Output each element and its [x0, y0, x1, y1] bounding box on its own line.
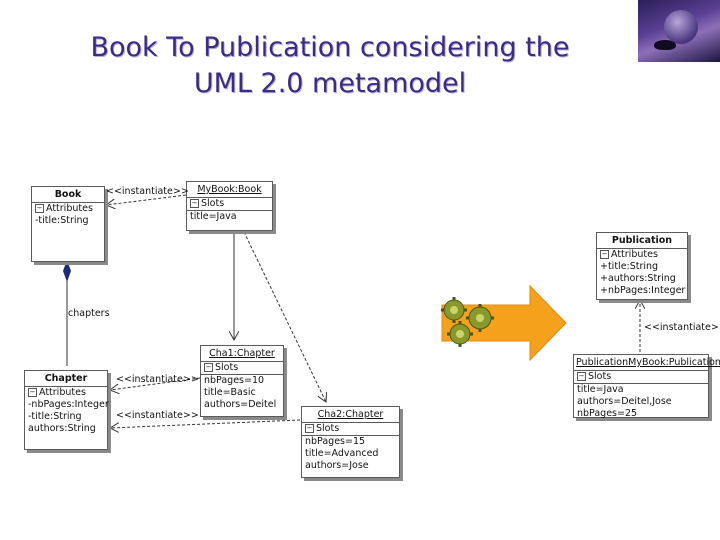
publication-slot-0: title=Java [577, 384, 624, 395]
cha2-section: Slots [316, 423, 340, 434]
publication-class-box[interactable]: Publication −Attributes +title:String +a… [596, 232, 688, 300]
logo-swan-icon [654, 40, 676, 50]
link-book-cha2 [243, 231, 326, 402]
publication-class-attr-2: +nbPages:Integer [600, 285, 686, 296]
logo-sphere [664, 10, 698, 44]
cha2-instance-box[interactable]: Cha2:Chapter −Slots nbPages=15 title=Adv… [301, 406, 400, 478]
collapse-minus-icon[interactable]: − [600, 250, 609, 259]
cha1-instance-box[interactable]: Cha1:Chapter −Slots nbPages=10 title=Bas… [200, 345, 284, 417]
chapter-class-box[interactable]: Chapter −Attributes -nbPages:Integer -ti… [24, 370, 109, 450]
publication-class-attr-1: +authors:String [600, 273, 676, 284]
cha1-section: Slots [215, 362, 239, 373]
collapse-minus-icon[interactable]: − [204, 363, 213, 372]
chapter-class-attr-0: -nbPages:Integer [28, 399, 109, 410]
chapter-class-attr-2: authors:String [28, 423, 96, 434]
instantiate-book-line [106, 194, 187, 205]
chapter-class-name: Chapter [25, 371, 107, 387]
cha2-slot-2: authors=Jose [305, 460, 369, 471]
publication-class-section: Attributes [611, 249, 658, 260]
gear-icon [441, 297, 494, 347]
title-line-2: UML 2.0 metamodel [193, 68, 467, 99]
collapse-minus-icon[interactable]: − [305, 424, 314, 433]
cha1-slot-0: nbPages=10 [204, 375, 265, 386]
mybook-section: Slots [201, 198, 225, 209]
instantiate-cha2-label: <<instantiate>> [116, 410, 199, 421]
cha1-slot-2: authors=Deitel [204, 399, 277, 410]
instantiate-cha2-line [110, 419, 301, 428]
cha2-instance-name: Cha2:Chapter [302, 407, 399, 423]
collapse-minus-icon[interactable]: − [577, 372, 586, 381]
instantiate-cha1-line [110, 377, 201, 390]
chapter-class-attr-1: -title:String [28, 411, 82, 422]
collapse-minus-icon[interactable]: − [28, 388, 37, 397]
cha2-slot-1: title=Advanced [305, 448, 379, 459]
instantiate-book-label: <<instantiate>> [106, 186, 189, 197]
instantiate-publication-label: <<instantiate>> [644, 322, 720, 333]
publication-instance-name: PublicationMyBook:Publication [574, 355, 720, 371]
publication-class-attr-0: +title:String [600, 261, 659, 272]
mybook-instance-box[interactable]: MyBook:Book −Slots title=Java [186, 181, 273, 231]
publication-instance-section: Slots [588, 371, 612, 382]
cha2-slot-0: nbPages=15 [305, 436, 366, 447]
collapse-minus-icon[interactable]: − [35, 204, 44, 213]
mybook-instance-name: MyBook:Book [187, 182, 272, 198]
publication-instance-box[interactable]: PublicationMyBook:Publication −Slots tit… [573, 354, 720, 419]
mybook-slot-0: title=Java [190, 211, 237, 222]
chapters-label: chapters [68, 308, 110, 319]
cha1-slot-1: title=Basic [204, 387, 256, 398]
book-class-section: Attributes [46, 203, 93, 214]
cha1-instance-name: Cha1:Chapter [201, 346, 283, 362]
collapse-minus-icon[interactable]: − [190, 199, 199, 208]
title-line-1: Book To Publication considering the [90, 32, 570, 63]
book-class-attr-0: -title:String [35, 215, 89, 226]
publication-slot-1: authors=Deitel,Jose [577, 396, 672, 407]
chapter-class-section: Attributes [39, 387, 86, 398]
publication-slot-2: nbPages=25 [577, 408, 638, 419]
slide-title: Book To Publication considering the UML … [0, 30, 660, 102]
logo-image [638, 0, 720, 62]
instantiate-cha1-label: <<instantiate>> [116, 374, 199, 385]
book-class-box[interactable]: Book −Attributes -title:String [31, 186, 105, 262]
publication-class-name: Publication [597, 233, 687, 249]
composition-diamond [63, 260, 71, 282]
book-class-name: Book [32, 187, 104, 203]
